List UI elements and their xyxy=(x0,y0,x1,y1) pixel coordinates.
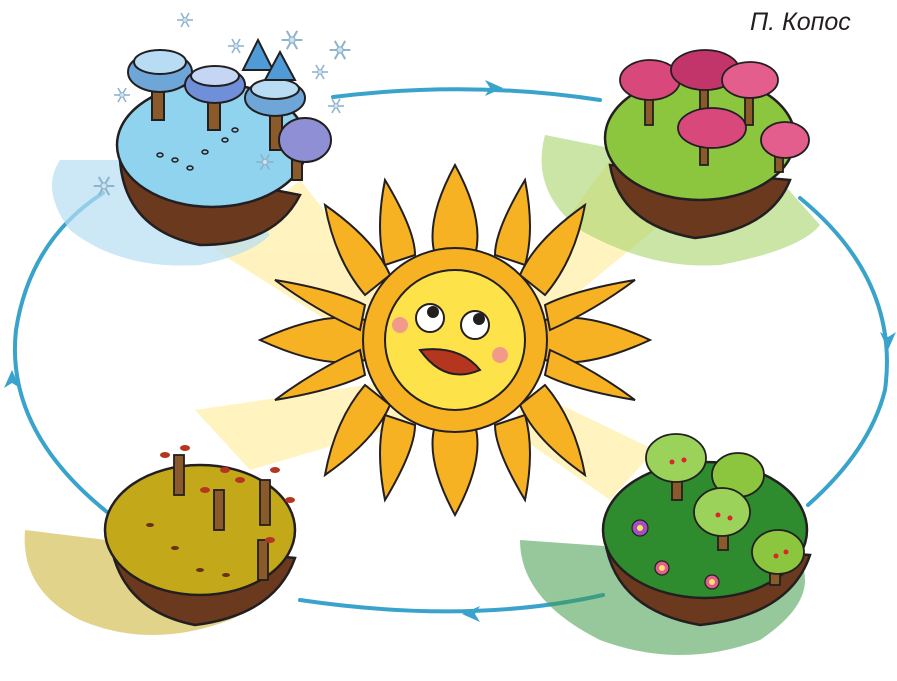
flower-icon xyxy=(632,520,648,536)
snowflake-icon xyxy=(228,39,244,53)
arrow-head-icon xyxy=(462,606,480,622)
arrow-winter-to-spring xyxy=(333,89,600,100)
arrow-head-icon xyxy=(880,332,896,350)
snowflake-icon xyxy=(177,13,193,27)
snowflake-icon xyxy=(282,31,303,49)
snowflake-icon xyxy=(328,99,344,113)
snowflake-icon xyxy=(330,41,351,59)
flower-icon xyxy=(705,575,719,589)
snowflake-icon xyxy=(114,88,130,102)
snowflake-icon xyxy=(312,65,328,79)
arrow-spring-to-summer xyxy=(800,198,887,505)
flower-icon xyxy=(655,561,669,575)
